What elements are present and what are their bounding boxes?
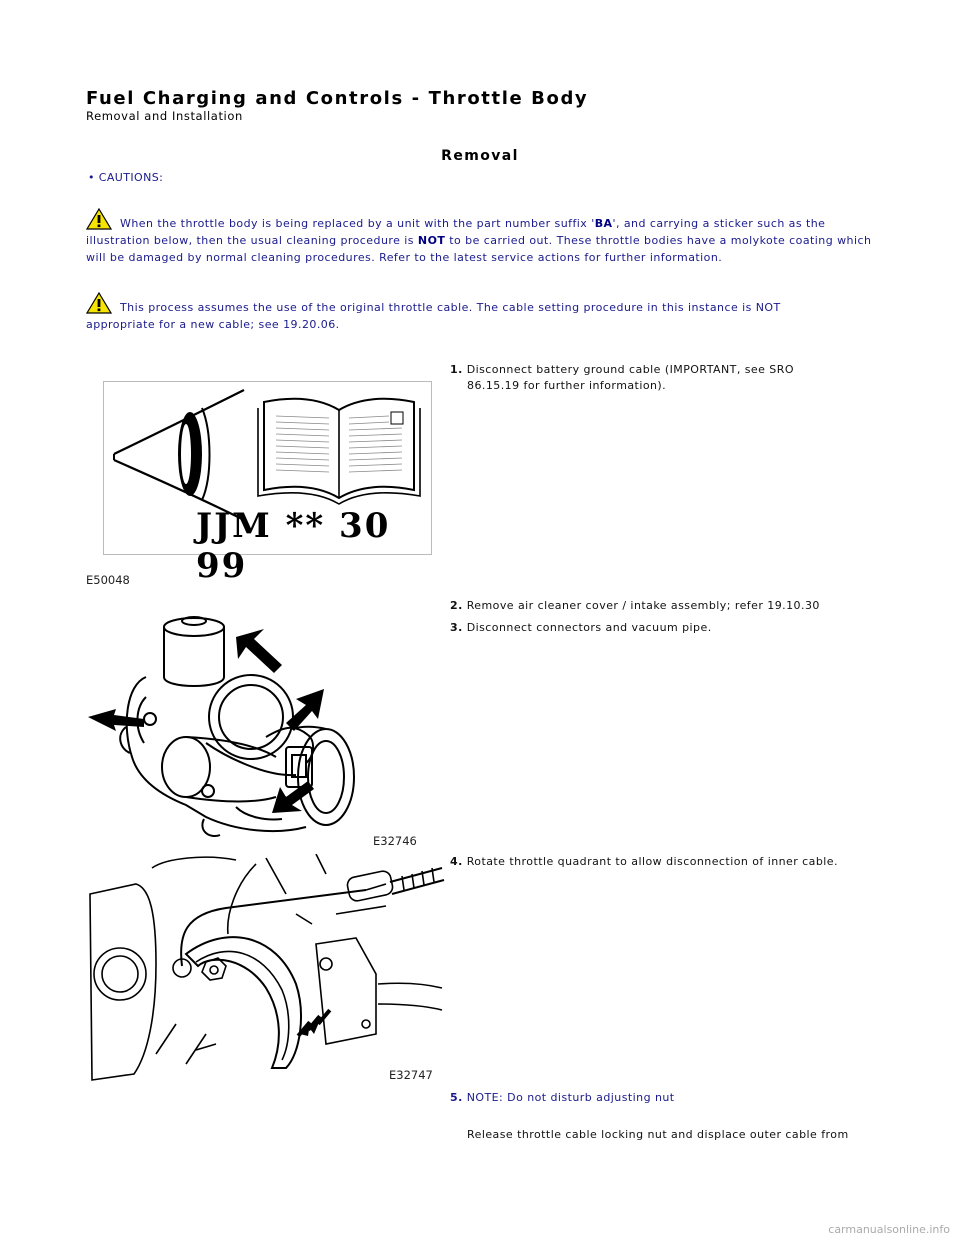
step-text: Disconnect battery ground cable (IMPORTA… xyxy=(466,363,794,376)
figure-throttle-quadrant xyxy=(86,853,446,1082)
caution-1-emph: NOT xyxy=(417,234,446,247)
caution-1-mid: ', and carrying a sticker such as the il… xyxy=(86,217,826,247)
arrow-icon xyxy=(236,629,282,673)
step-4: 4. Rotate throttle quadrant to allow dis… xyxy=(450,854,890,870)
step-5-body: Release throttle cable locking nut and d… xyxy=(467,1128,849,1141)
caution-2-text: This process assumes the use of the orig… xyxy=(86,301,781,331)
throttle-quadrant-illustration xyxy=(89,853,445,1081)
step-text: Remove air cleaner cover / intake assemb… xyxy=(466,599,820,612)
cautions-label: • CAUTIONS: xyxy=(88,171,164,184)
step-text: Rotate throttle quadrant to allow discon… xyxy=(466,855,838,868)
caution-1-post: to be carried out. These throttle bodies… xyxy=(86,234,872,264)
step-number: 2. xyxy=(450,599,463,612)
arrow-icon xyxy=(286,689,324,731)
step-number: 1. xyxy=(450,363,463,376)
warning-triangle-icon xyxy=(86,208,112,230)
page-subtitle: Removal and Installation xyxy=(86,109,243,123)
step-number: 4. xyxy=(450,855,463,868)
step-text: Disconnect connectors and vacuum pipe. xyxy=(466,621,712,634)
page-title: Fuel Charging and Controls - Throttle Bo… xyxy=(86,88,589,109)
caution-paragraph-2: This process assumes the use of the orig… xyxy=(86,292,846,333)
caution-paragraph-1: When the throttle body is being replaced… xyxy=(86,208,876,266)
figure-throttle-body-connectors xyxy=(86,607,426,847)
step-text-continued: 86.15.19 for further information). xyxy=(467,379,667,392)
arrow-icon xyxy=(272,781,314,813)
figure-code-text: JJM ** 30 99 xyxy=(196,506,391,586)
figure-2-label: E32746 xyxy=(373,834,417,848)
step-number: 3. xyxy=(450,621,463,634)
step-5: 5. NOTE: Do not disturb adjusting nut xyxy=(450,1090,890,1106)
step-note: NOTE: Do not disturb adjusting nut xyxy=(466,1091,675,1104)
figure-manual-reference: JJM ** 30 99 xyxy=(103,381,432,586)
figure-1-label: E50048 xyxy=(86,573,130,587)
throttle-body-illustration xyxy=(88,616,355,837)
caution-1-code: BA xyxy=(594,217,613,230)
step-2: 2. Remove air cleaner cover / intake ass… xyxy=(450,598,890,614)
section-heading: Removal xyxy=(441,148,519,164)
step-1: 1. Disconnect battery ground cable (IMPO… xyxy=(450,362,890,394)
warning-triangle-icon xyxy=(86,292,112,314)
arrow-icon xyxy=(88,709,144,731)
step-number: 5. xyxy=(450,1091,463,1104)
eye-and-book-illustration xyxy=(113,389,421,521)
footer-watermark[interactable]: carmanualsonline.info xyxy=(828,1223,950,1236)
figure-3-label: E32747 xyxy=(389,1068,433,1082)
caution-1-pre: When the throttle body is being replaced… xyxy=(120,217,595,230)
arrow-icon xyxy=(308,1020,320,1034)
step-3: 3. Disconnect connectors and vacuum pipe… xyxy=(450,620,890,636)
